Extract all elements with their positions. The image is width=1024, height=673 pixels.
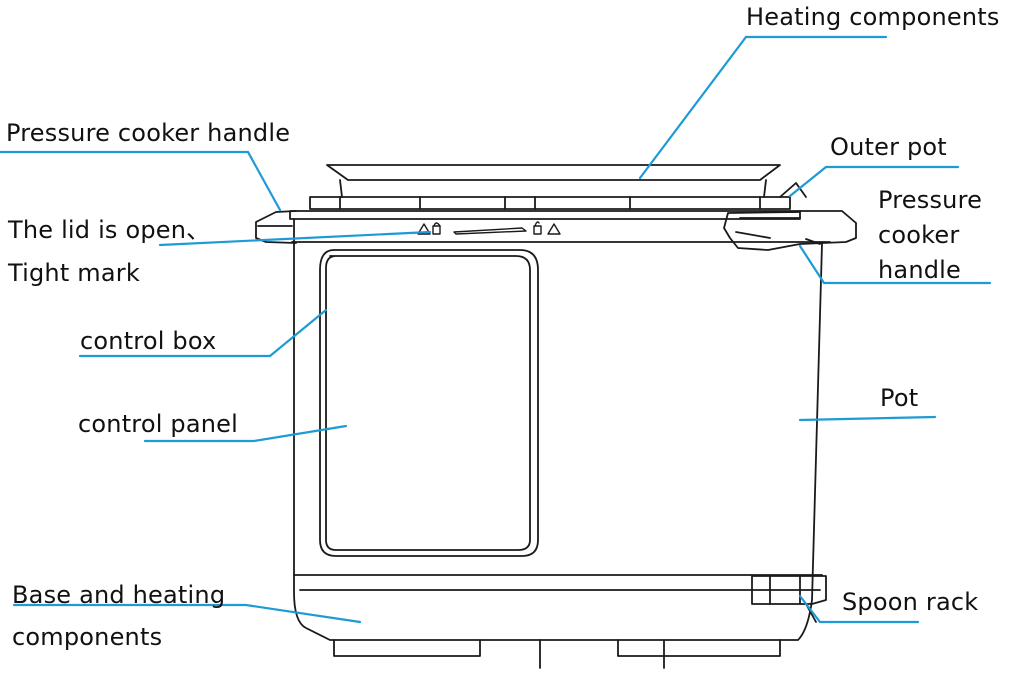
leader-lines	[0, 35, 992, 624]
label-control-panel: control panel	[78, 410, 239, 438]
label-heating-components: Heating components	[746, 3, 1000, 31]
leader-line-control-box	[78, 308, 328, 358]
leader-line-outer-pot	[788, 165, 960, 198]
leader-line-control-panel	[143, 424, 348, 443]
label-control-box: control box	[80, 327, 217, 355]
right-handle-shape	[723, 210, 857, 251]
leader-line-pot	[798, 415, 937, 422]
label-tight-mark-line2: Tight mark	[8, 259, 140, 287]
cooker-drawing	[255, 164, 857, 669]
lock-mark-icons	[417, 221, 561, 235]
label-base-line2: components	[12, 623, 163, 651]
label-spoon-rack: Spoon rack	[842, 588, 979, 616]
pot-body-shape	[293, 218, 823, 641]
leader-line-heating-components	[638, 35, 888, 180]
label-base-and-heating-components: Base and heating components	[12, 574, 225, 658]
label-pressure-cooker-handle-right-line3: handle	[878, 256, 961, 284]
base-feet-shape	[333, 639, 781, 669]
leader-line-lid-open-tight-mark	[158, 230, 432, 247]
leader-line-spoon-rack	[798, 594, 920, 624]
leader-line-pressure-cooker-handle-left	[0, 150, 282, 212]
control-box-shape	[319, 249, 539, 557]
label-pressure-cooker-handle-right: Pressure cooker handle	[878, 183, 982, 288]
label-lid-open-tight-mark: The lid is open、 Tight mark	[8, 209, 210, 295]
label-pot: Pot	[880, 384, 919, 412]
heating-plate-shape	[309, 164, 791, 210]
outer-pot-rim-shape	[289, 182, 807, 220]
leader-line-pressure-cooker-handle-right	[798, 244, 992, 285]
label-outer-pot: Outer pot	[830, 133, 947, 161]
label-pressure-cooker-handle-right-line2: cooker	[878, 221, 960, 249]
label-pressure-cooker-handle-left: Pressure cooker handle	[6, 119, 291, 147]
label-base-line1: Base and heating	[12, 581, 226, 609]
leader-line-base-heating	[12, 603, 362, 624]
label-pressure-cooker-handle-right-line1: Pressure	[878, 186, 983, 214]
left-handle-shape	[255, 210, 297, 244]
label-lid-open-line1: The lid is open、	[8, 216, 211, 244]
